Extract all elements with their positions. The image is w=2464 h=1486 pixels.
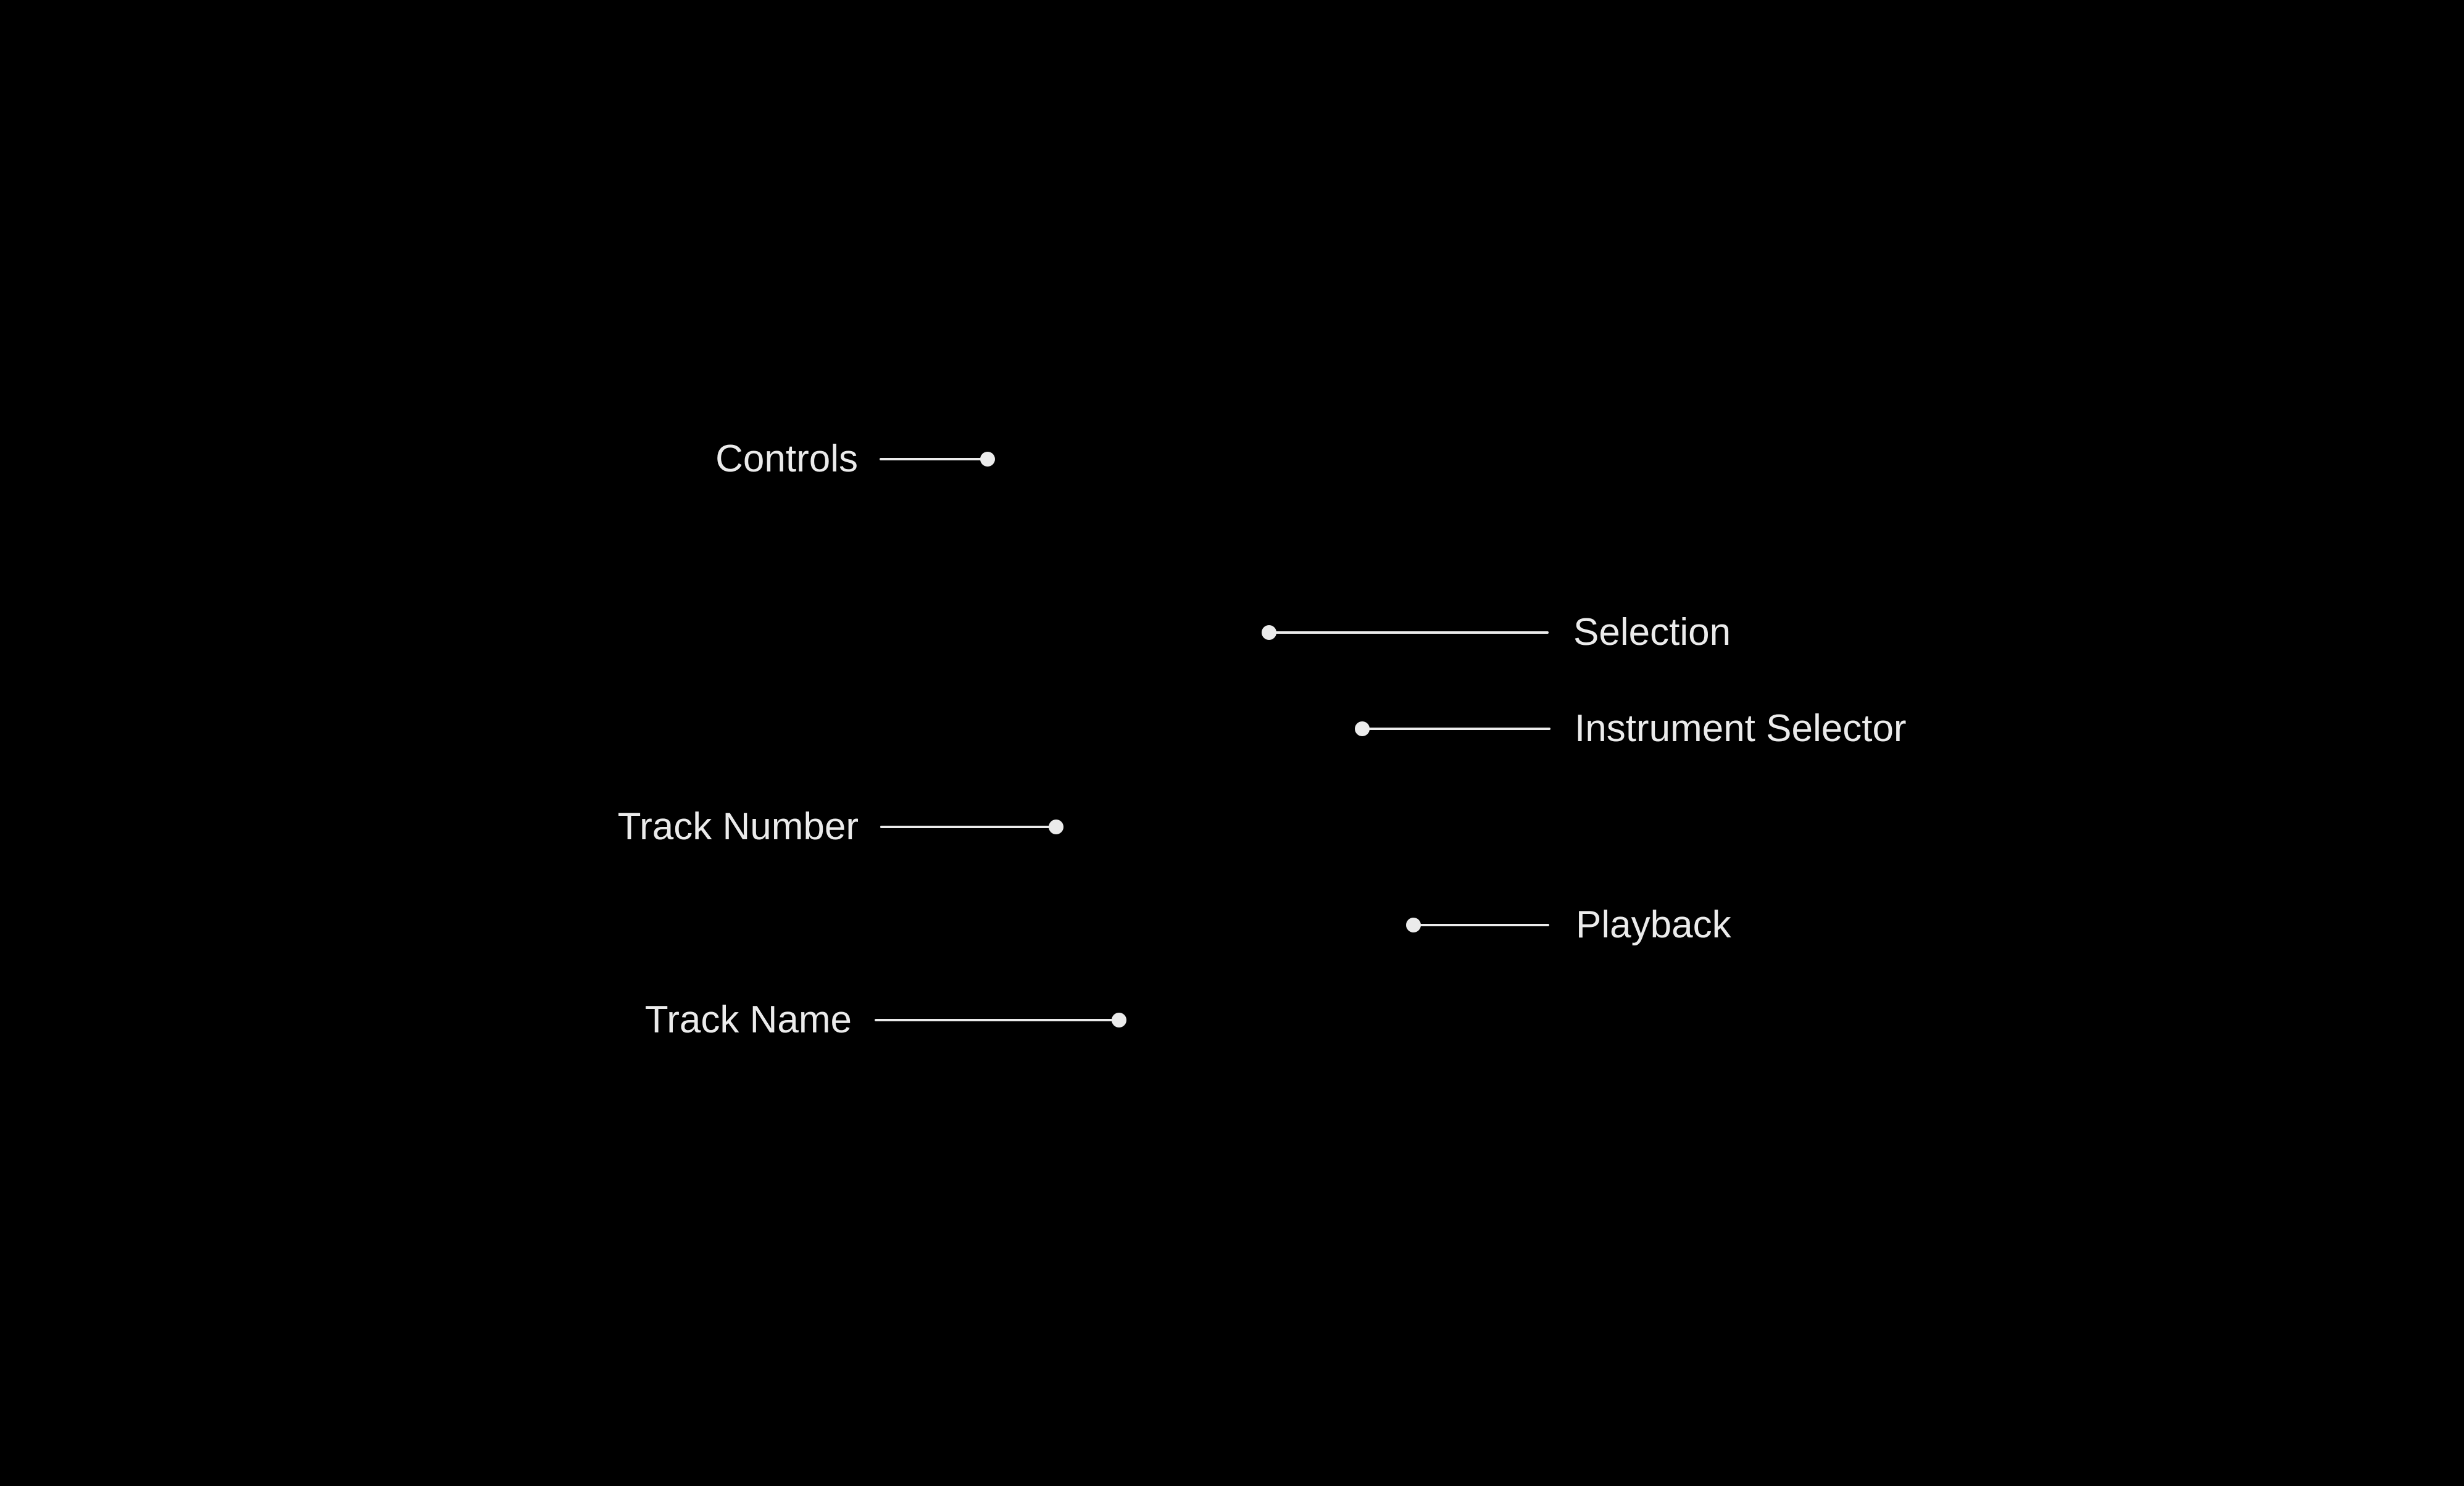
callout-label-track-number: Track Number [617,805,859,848]
callout-line-playback [1413,924,1549,926]
callout-dot-instrument-selector [1355,721,1370,736]
callout-label-instrument-selector: Instrument Selector [1575,707,1907,750]
callout-dot-selection [1262,625,1276,640]
callout-label-controls: Controls [715,438,858,480]
callout-line-selection [1269,631,1549,634]
callout-dot-controls [980,452,995,467]
callout-label-track-name: Track Name [644,998,852,1041]
callout-line-instrument-selector [1362,728,1550,730]
callout-line-controls [880,458,988,460]
callout-dot-track-name [1112,1013,1126,1027]
callout-label-selection: Selection [1573,611,1731,654]
callout-line-track-name [875,1019,1119,1021]
callout-dot-playback [1406,918,1421,932]
callout-dot-track-number [1049,820,1063,834]
callout-line-track-number [880,826,1056,828]
callout-label-playback: Playback [1576,903,1731,946]
